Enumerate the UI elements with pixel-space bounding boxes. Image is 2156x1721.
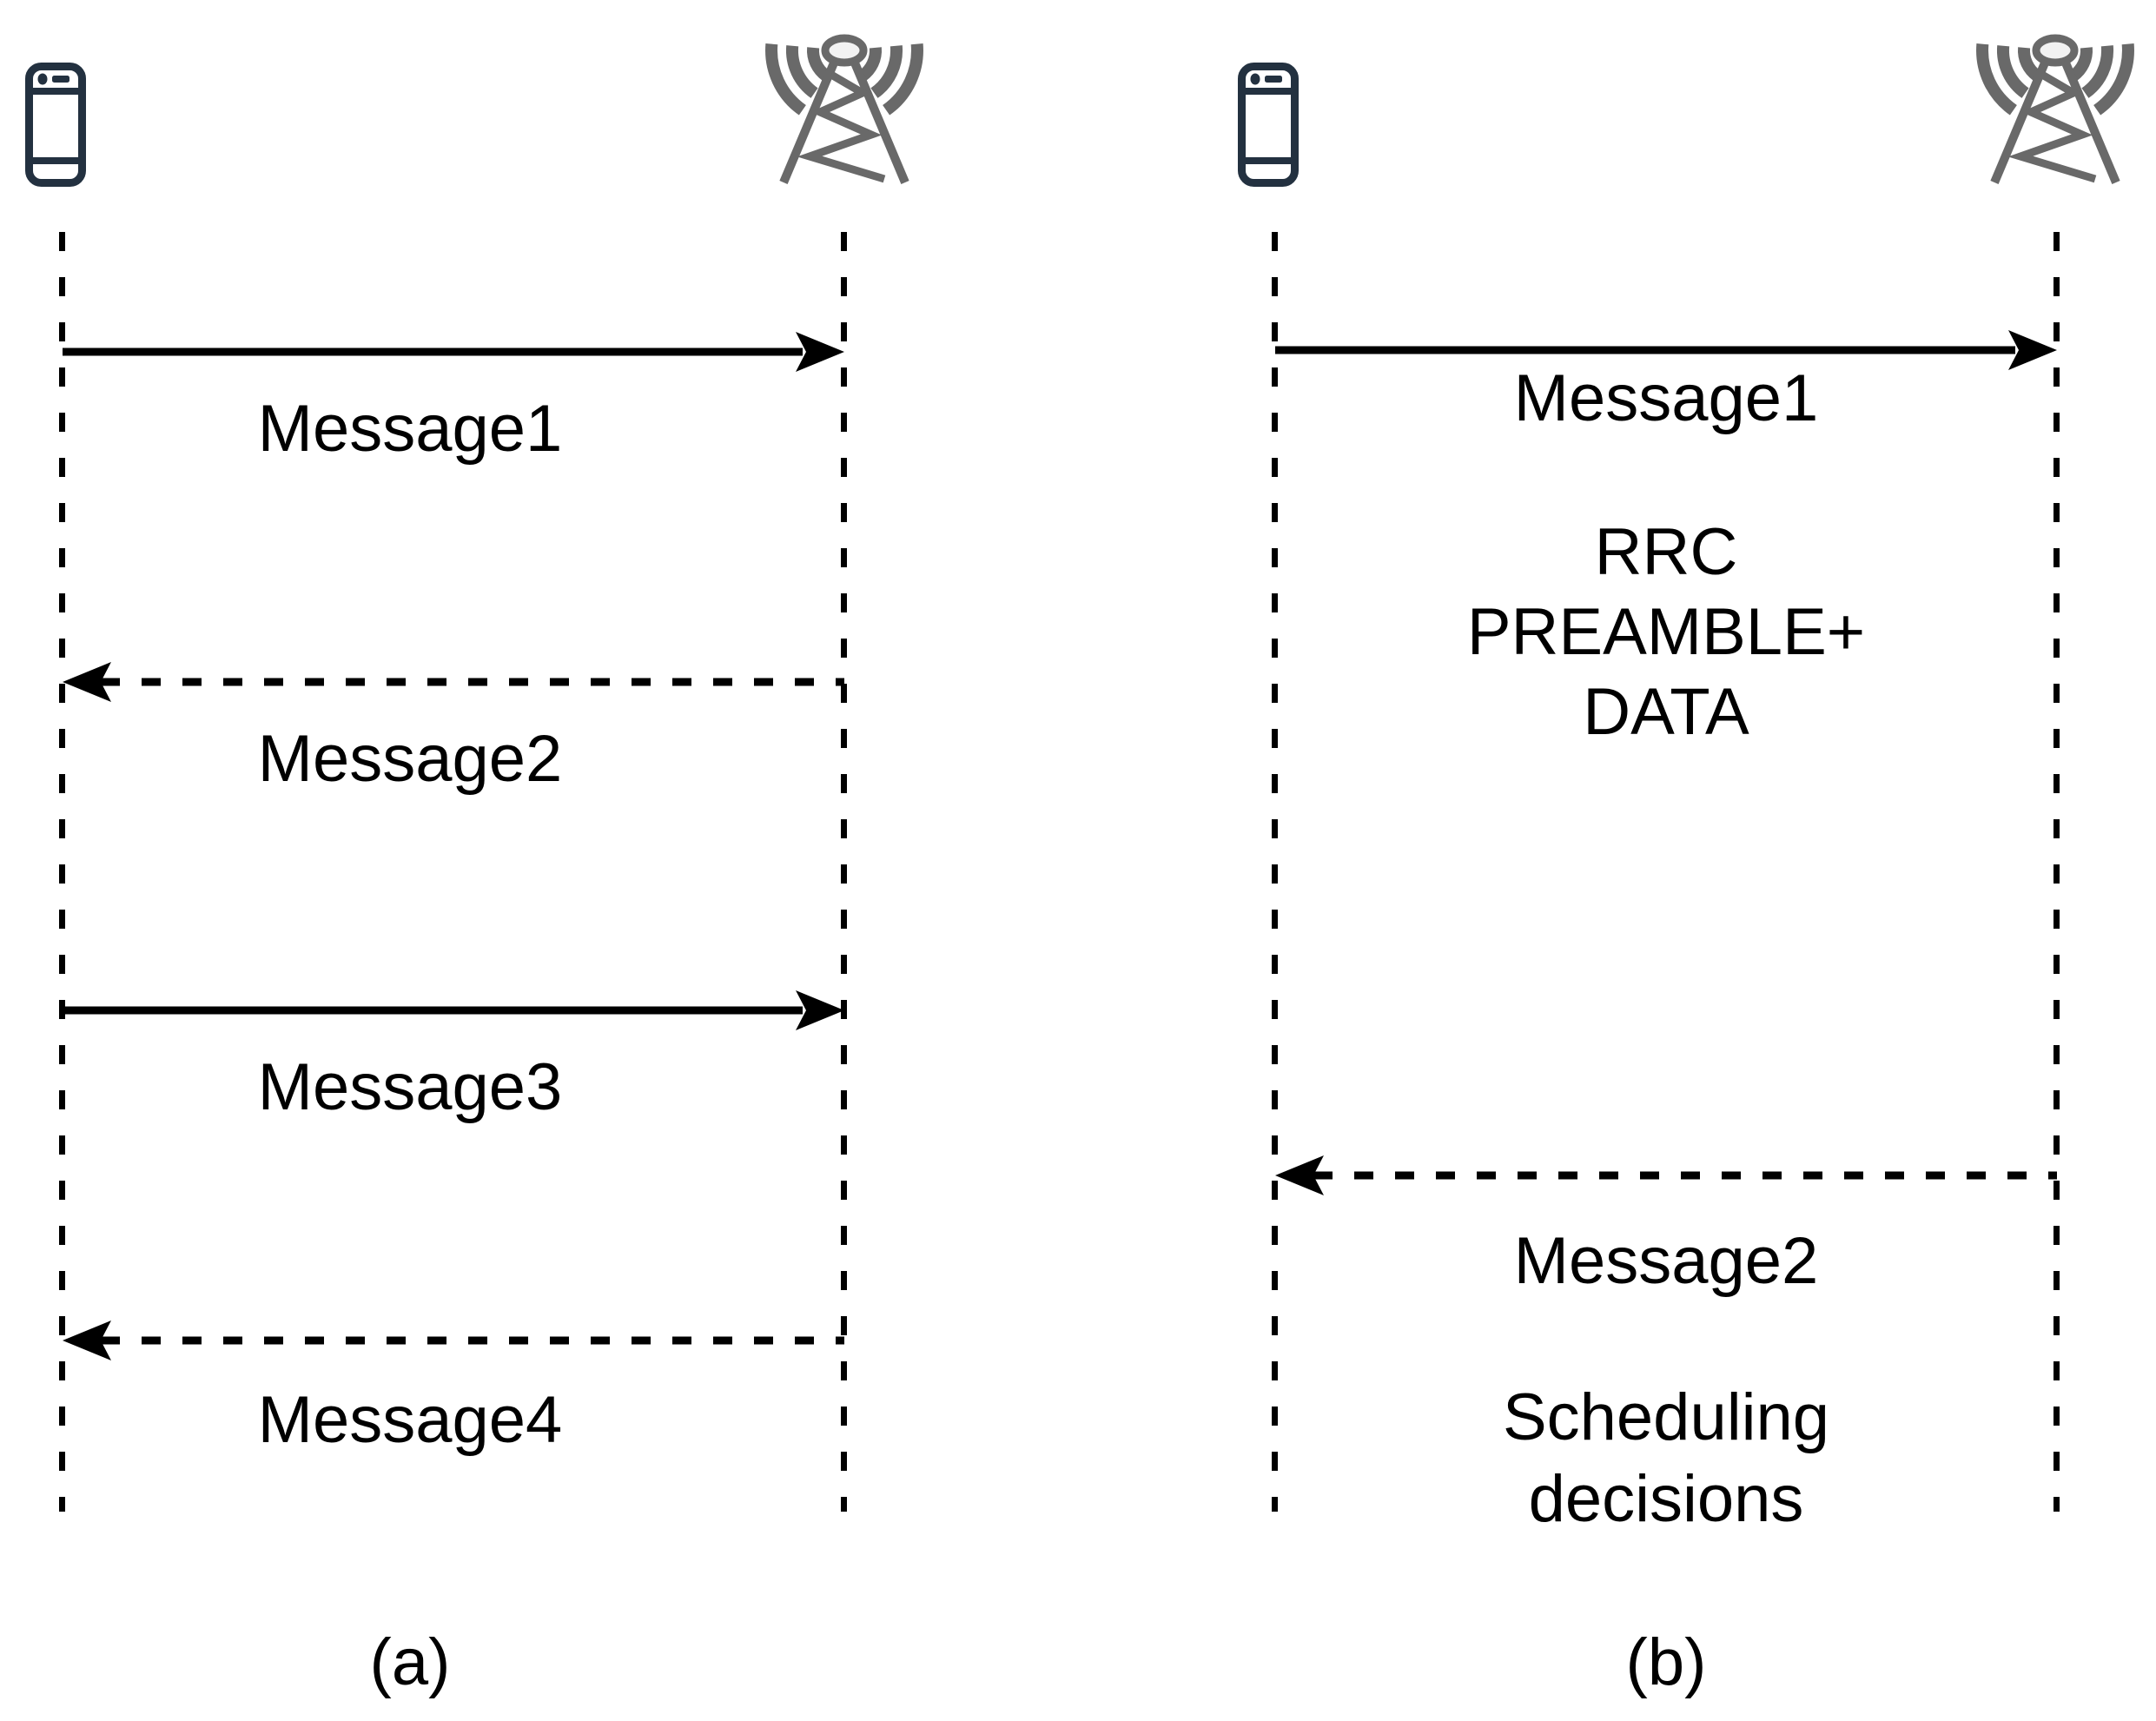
lifeline-tower-b <box>2053 232 2060 1512</box>
cell-tower-icon <box>757 10 931 189</box>
label-a-message2: Message2 <box>257 722 563 796</box>
caption-panel-a: (a) <box>369 1625 451 1699</box>
label-a-message4: Message4 <box>257 1383 563 1457</box>
label-b-message1: Message1 <box>1513 361 1819 435</box>
label-a-message3: Message3 <box>257 1050 563 1124</box>
lifeline-tower-a <box>841 232 847 1512</box>
caption-panel-b: (b) <box>1625 1625 1707 1699</box>
arrow-a-message3-right-solid <box>63 984 844 1036</box>
arrow-b-message1-right-solid <box>1275 324 2057 376</box>
cell-tower-icon <box>1968 10 2142 189</box>
lifeline-phone-a <box>59 232 65 1512</box>
arrow-a-message4-left-dashed <box>63 1314 844 1367</box>
label-b-message2: Message2 <box>1513 1224 1819 1298</box>
arrow-a-message2-left-dashed <box>63 656 844 708</box>
annotation-scheduling-decisions: Scheduling decisions <box>1502 1380 1830 1536</box>
mobile-phone-icon <box>1238 63 1299 187</box>
mobile-phone-icon <box>25 63 86 187</box>
annotation-rrc-preamble-data: RRC PREAMBLE+ DATA <box>1466 515 1866 749</box>
arrow-a-message1-right-solid <box>63 326 844 378</box>
label-a-message1: Message1 <box>257 392 563 466</box>
arrow-b-message2-left-dashed <box>1275 1149 2057 1201</box>
lifeline-phone-b <box>1272 232 1278 1512</box>
